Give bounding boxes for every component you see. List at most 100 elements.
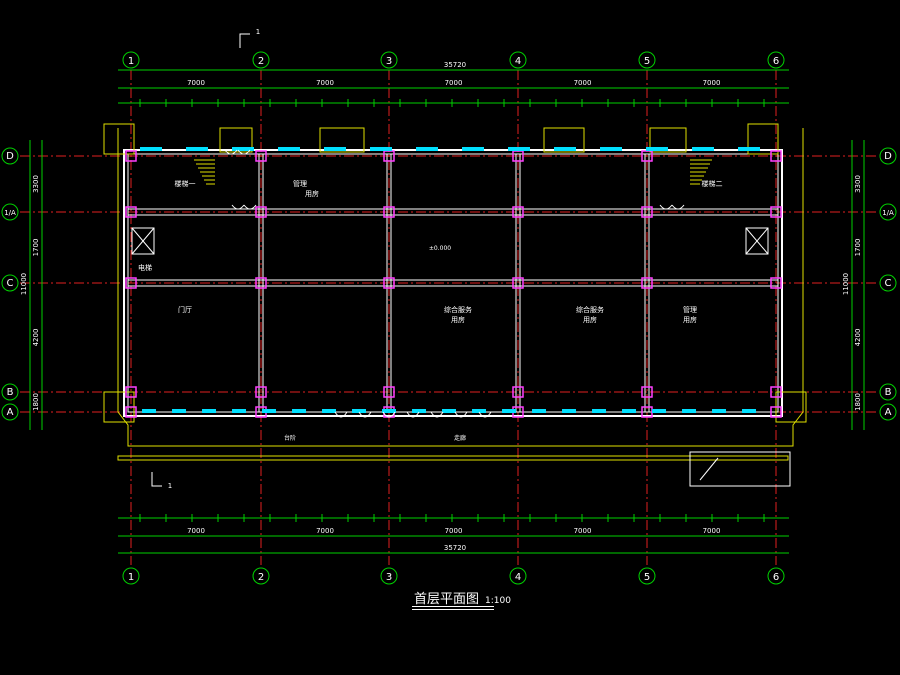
section-mark-top — [239, 33, 250, 48]
entrance-bay — [543, 127, 585, 153]
axis-bubble-col — [122, 567, 140, 585]
structural-column — [512, 206, 524, 218]
window-top — [186, 147, 208, 151]
window-top — [324, 147, 346, 151]
detail-line — [699, 457, 719, 481]
window-top — [692, 147, 714, 151]
dim-text-top-bay: 7000 — [445, 79, 463, 87]
axis-bubble-label: 5 — [644, 572, 650, 583]
structural-column — [770, 277, 782, 289]
window-top — [508, 147, 530, 151]
dim-text-side: 4200 — [32, 329, 40, 347]
structural-column — [383, 386, 395, 398]
axis-bubble-row — [879, 383, 897, 401]
axis-bubble-label: 3 — [386, 56, 392, 67]
axis-bubble-label: 1/A — [882, 209, 894, 217]
room-label: 楼梯一 — [175, 179, 196, 188]
window-bottom — [592, 409, 606, 413]
door-swing — [671, 204, 685, 210]
structural-column — [641, 277, 653, 289]
window-top — [738, 147, 760, 151]
axis-bubble-label: B — [885, 387, 892, 398]
axis-bubble-col — [122, 51, 140, 69]
dim-text-side: 1800 — [32, 393, 40, 411]
room-label: 用房 — [683, 315, 697, 324]
window-top — [554, 147, 576, 151]
axis-bubble-col — [380, 51, 398, 69]
entrance-bay — [649, 127, 687, 153]
corner-pilaster — [103, 123, 135, 155]
dim-text-side: 1700 — [32, 239, 40, 257]
axis-bubble-label: A — [885, 407, 892, 418]
dim-text-bottom-bay: 7000 — [316, 527, 334, 535]
window-bottom — [262, 409, 276, 413]
window-bottom — [442, 409, 456, 413]
structural-column — [255, 277, 267, 289]
structural-column — [255, 150, 267, 162]
axis-bubble-row — [1, 203, 19, 221]
base-plinth — [117, 455, 789, 461]
dim-text-side-total: 11000 — [842, 273, 850, 295]
window-bottom — [352, 409, 366, 413]
level-mark: ±0.000 — [429, 245, 451, 252]
axis-bubble-row — [1, 383, 19, 401]
dim-text-top-bay: 7000 — [574, 79, 592, 87]
dim-text-bottom-bay: 7000 — [187, 527, 205, 535]
room-label: 综合服务 — [576, 305, 604, 314]
axis-bubble-label: D — [6, 151, 14, 162]
window-bottom — [532, 409, 546, 413]
window-bottom — [142, 409, 156, 413]
axis-bubble-label: 6 — [773, 56, 779, 67]
entry-label: 台阶 — [284, 434, 296, 442]
axis-bubble-label: 3 — [386, 572, 392, 583]
axis-bubble-row — [879, 403, 897, 421]
window-bottom — [472, 409, 486, 413]
window-top — [600, 147, 622, 151]
axis-bubble-row — [1, 147, 19, 165]
structural-column — [512, 277, 524, 289]
axis-bubble-col — [509, 567, 527, 585]
axis-bubble-label: C — [7, 278, 14, 289]
structural-column — [255, 386, 267, 398]
room-label: 管理 — [293, 179, 307, 188]
drawing-scale: 1:100 — [485, 596, 511, 606]
dim-text-bottom-bay: 7000 — [703, 527, 721, 535]
axis-bubble-col — [638, 567, 656, 585]
door-swing — [243, 204, 257, 210]
door-swing — [231, 204, 245, 210]
window-top — [232, 147, 254, 151]
room-label: 楼梯二 — [702, 179, 723, 188]
structural-column — [125, 386, 137, 398]
entrance-bay — [219, 127, 253, 153]
window-bottom — [382, 409, 396, 413]
dim-text-side: 4200 — [854, 329, 862, 347]
windows — [140, 147, 760, 418]
dim-text-top-bay: 7000 — [187, 79, 205, 87]
door-swing — [430, 411, 444, 418]
window-bottom — [682, 409, 696, 413]
axis-bubble-label: 4 — [515, 56, 521, 67]
section-mark-label: 1 — [168, 482, 172, 490]
axis-bubble-row — [879, 147, 897, 165]
window-bottom — [562, 409, 576, 413]
outer-outline — [117, 128, 804, 447]
axis-bubble-col — [767, 567, 785, 585]
title-underline — [412, 606, 494, 607]
stairs — [131, 159, 769, 255]
structural-column — [512, 386, 524, 398]
door-swing — [659, 204, 673, 210]
room-label: 用房 — [451, 315, 465, 324]
room-label: 门厅 — [178, 305, 192, 314]
axis-bubble-label: 2 — [258, 56, 264, 67]
window-bottom — [172, 409, 186, 413]
title-underline-2 — [412, 609, 494, 610]
axis-bubble-label: 6 — [773, 572, 779, 583]
axis-bubble-col — [509, 51, 527, 69]
structural-column — [770, 406, 782, 418]
structural-column — [125, 206, 137, 218]
corner-pilaster — [747, 123, 779, 155]
